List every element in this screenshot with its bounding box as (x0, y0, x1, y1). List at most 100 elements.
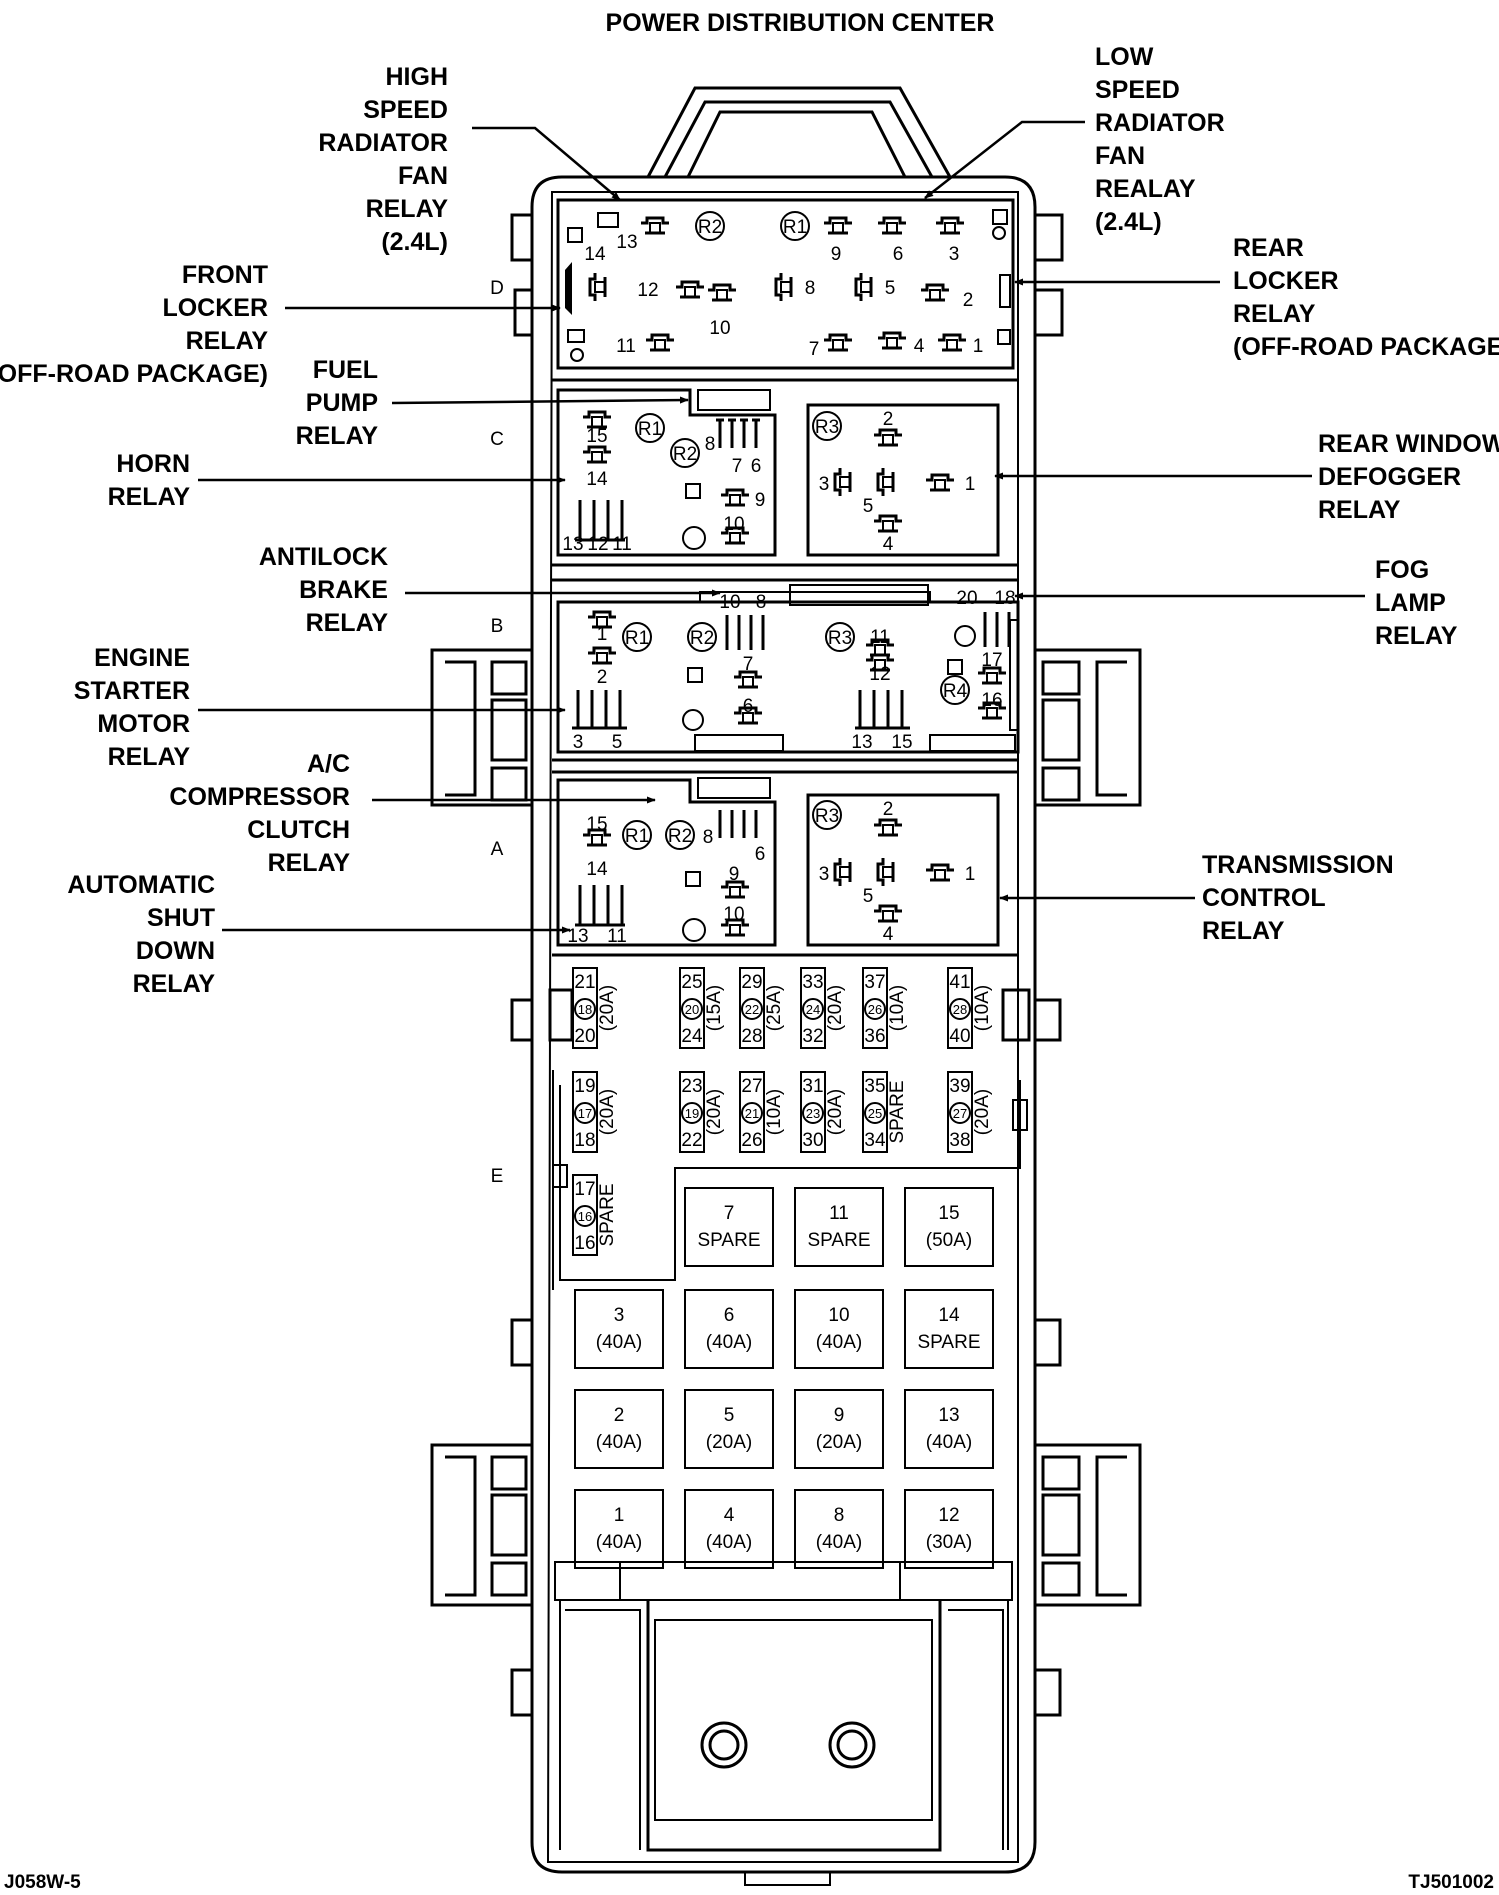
relay-d-pin-5: 5 (885, 278, 896, 299)
relay-b-pin-16: 16 (981, 690, 1002, 711)
callout-line: COMPRESSOR (169, 783, 350, 811)
callout-line: A/C (307, 750, 350, 778)
relay-a-pin-6: 6 (755, 844, 766, 865)
relay-d-pin-4: 4 (914, 336, 925, 357)
maxi-fuse-9[interactable]: 9(20A) (794, 1389, 884, 1469)
callout-line: (OFF-ROAD PACKAGE) (0, 360, 268, 388)
relay-block-b: R1 R2 R3 R4 10 8 20 18 1 2 7 6 3 5 11 12… (556, 584, 1020, 754)
mini-fuse-41-top-number: 41 (949, 972, 970, 993)
maxi-fuse-15[interactable]: 15(50A) (904, 1187, 994, 1267)
relay-d-pin-12: 12 (637, 280, 658, 301)
maxi-fuse-12[interactable]: 12(30A) (904, 1489, 994, 1569)
callout-line: REAR WINDOW (1318, 430, 1499, 458)
callout-line: RELAY (1233, 300, 1316, 328)
relay-b-pin-11: 11 (870, 627, 890, 648)
mini-fuse-37-top-number: 37 (864, 972, 885, 993)
relay-b-r4: R4 (943, 681, 968, 702)
maxi-fuse-2[interactable]: 2(40A) (574, 1389, 664, 1469)
relay-a-pin-8: 8 (703, 827, 714, 848)
callout-line: SHUT (147, 904, 215, 932)
maxi-fuse-5[interactable]: 5(20A) (684, 1389, 774, 1469)
maxi-fuse-3[interactable]: 3(40A) (574, 1289, 664, 1369)
callout-line: HORN (116, 450, 190, 478)
maxi-fuse-8[interactable]: 8(40A) (794, 1489, 884, 1569)
relay-a-pin-1: 1 (965, 864, 976, 885)
relay-block-a: R1 R2 15 14 8 6 9 10 13 11 R3 2 3 5 1 4 (556, 777, 1000, 947)
maxi-fuse-3-number: 3 (614, 1305, 625, 1326)
maxi-fuse-13[interactable]: 13(40A) (904, 1389, 994, 1469)
maxi-fuse-6[interactable]: 6(40A) (684, 1289, 774, 1369)
relay-c-pin-3: 3 (819, 474, 830, 495)
callout-line: RELAY (1318, 496, 1401, 524)
relay-b-pin-13: 13 (851, 732, 872, 753)
maxi-fuse-1-rating: (40A) (596, 1532, 642, 1553)
mini-fuse-35-center-number: 25 (868, 1106, 882, 1121)
callout-line: SPEED (1095, 76, 1180, 104)
relay-a-pin-14: 14 (586, 859, 608, 880)
callout-line: (OFF-ROAD PACKAGE) (1233, 333, 1499, 361)
relay-a-r2: R2 (668, 826, 692, 847)
maxi-fuse-7-rating: SPARE (697, 1230, 760, 1251)
relay-a-pin-4: 4 (883, 924, 894, 945)
mini-fuse-21-bottom-number: 20 (574, 1026, 595, 1047)
callout-line: RELAY (366, 195, 449, 223)
relay-b-pin-7: 7 (743, 654, 754, 675)
relay-c-pin-13: 13 (562, 534, 583, 555)
maxi-fuse-14-rating: SPARE (917, 1332, 980, 1353)
maxi-fuse-4[interactable]: 4(40A) (684, 1489, 774, 1569)
mini-fuse-19-bottom-number: 18 (574, 1130, 595, 1151)
callout-line: SPEED (363, 96, 448, 124)
mini-fuse-35-rating: SPARE (887, 1080, 908, 1143)
relay-c-pin-15: 15 (586, 426, 607, 447)
maxi-fuse-15-rating: (50A) (926, 1230, 972, 1251)
mini-fuse-29-center-number: 22 (745, 1002, 759, 1017)
callout-line: LOCKER (162, 294, 268, 322)
callout-line: CLUTCH (247, 816, 350, 844)
maxi-fuse-5-number: 5 (724, 1405, 735, 1426)
maxi-fuse-8-rating: (40A) (816, 1532, 862, 1553)
relay-a-r3: R3 (815, 806, 839, 827)
mini-fuse-39-top-number: 39 (949, 1076, 970, 1097)
relay-c-pin-7: 7 (732, 456, 743, 477)
callout-line: RELAY (133, 970, 216, 998)
relay-d-pin-9: 9 (831, 244, 842, 265)
callout-line: DEFOGGER (1318, 463, 1461, 491)
relay-d-pin-7: 7 (809, 339, 820, 360)
diagram-title: POWER DISTRIBUTION CENTER (606, 9, 995, 37)
callout-line: RELAY (108, 743, 191, 771)
callout-line: RELAY (108, 483, 191, 511)
maxi-fuse-1[interactable]: 1(40A) (574, 1489, 664, 1569)
leader-arrow (391, 396, 689, 405)
relay-b-pin-12: 12 (869, 664, 890, 685)
maxi-fuse-10[interactable]: 10(40A) (794, 1289, 884, 1369)
mini-fuse-31-top-number: 31 (802, 1076, 823, 1097)
relay-b-pin-18: 18 (994, 588, 1015, 609)
relay-b-r1: R1 (625, 628, 649, 649)
callout-line: DOWN (136, 937, 215, 965)
